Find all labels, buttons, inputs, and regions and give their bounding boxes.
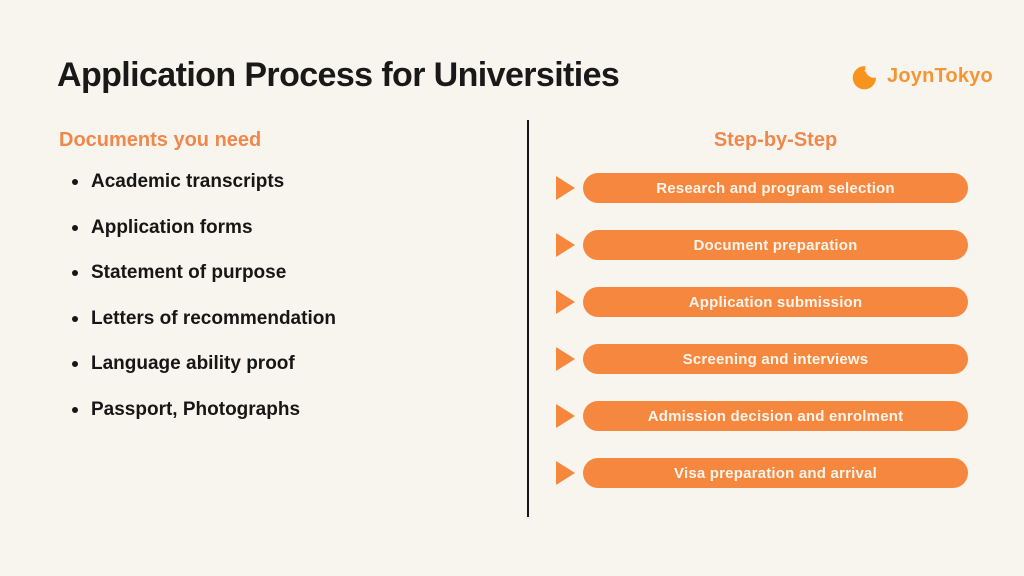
step-pill: Application submission bbox=[583, 287, 968, 317]
steps-list: Research and program selection Document … bbox=[556, 173, 968, 488]
play-arrow-icon bbox=[556, 176, 575, 200]
document-list-item: Statement of purpose bbox=[72, 261, 336, 285]
document-list-item: Letters of recommendation bbox=[72, 307, 336, 331]
play-arrow-icon bbox=[556, 233, 575, 257]
play-arrow-icon bbox=[556, 290, 575, 314]
bullet-dot-icon bbox=[72, 361, 78, 367]
document-list-item: Language ability proof bbox=[72, 352, 336, 376]
step-row: Screening and interviews bbox=[556, 344, 968, 374]
document-item-label: Language ability proof bbox=[91, 353, 295, 374]
bullet-dot-icon bbox=[72, 179, 78, 185]
step-row: Research and program selection bbox=[556, 173, 968, 203]
bullet-dot-icon bbox=[72, 315, 78, 322]
brand-logo: JoynTokyo bbox=[851, 61, 993, 92]
document-item-label: Letters of recommendation bbox=[91, 307, 336, 329]
step-pill: Research and program selection bbox=[583, 173, 968, 203]
documents-heading: Documents you need bbox=[59, 129, 262, 151]
document-list-item: Academic transcripts bbox=[72, 170, 336, 194]
play-arrow-icon bbox=[556, 404, 575, 428]
documents-list: Academic transcripts Application forms S… bbox=[72, 170, 336, 443]
step-pill: Screening and interviews bbox=[583, 344, 968, 374]
document-item-label: Academic transcripts bbox=[91, 171, 285, 192]
brand-name: JoynTokyo bbox=[887, 65, 993, 87]
document-item-label: Application forms bbox=[91, 216, 253, 238]
document-item-label: Passport, Photographs bbox=[91, 398, 301, 420]
crescent-moon-with-sparkle-icon bbox=[852, 61, 882, 90]
document-list-item: Application forms bbox=[72, 216, 336, 240]
page-title: Application Process for Universities bbox=[57, 56, 620, 94]
bullet-dot-icon bbox=[72, 224, 78, 231]
step-pill: Visa preparation and arrival bbox=[583, 458, 968, 488]
bullet-dot-icon bbox=[72, 406, 78, 413]
steps-heading: Step-by-Step bbox=[713, 129, 838, 151]
document-item-label: Statement of purpose bbox=[91, 262, 287, 283]
document-list-item: Passport, Photographs bbox=[72, 398, 336, 422]
play-arrow-icon bbox=[556, 347, 575, 371]
bullet-dot-icon bbox=[72, 270, 78, 276]
play-arrow-icon bbox=[556, 461, 575, 485]
step-row: Visa preparation and arrival bbox=[556, 458, 968, 488]
step-row: Admission decision and enrolment bbox=[556, 401, 968, 431]
step-row: Document preparation bbox=[556, 230, 968, 260]
step-row: Application submission bbox=[556, 287, 968, 317]
step-pill: Admission decision and enrolment bbox=[583, 401, 968, 431]
step-pill: Document preparation bbox=[583, 230, 968, 260]
vertical-divider bbox=[527, 120, 529, 517]
